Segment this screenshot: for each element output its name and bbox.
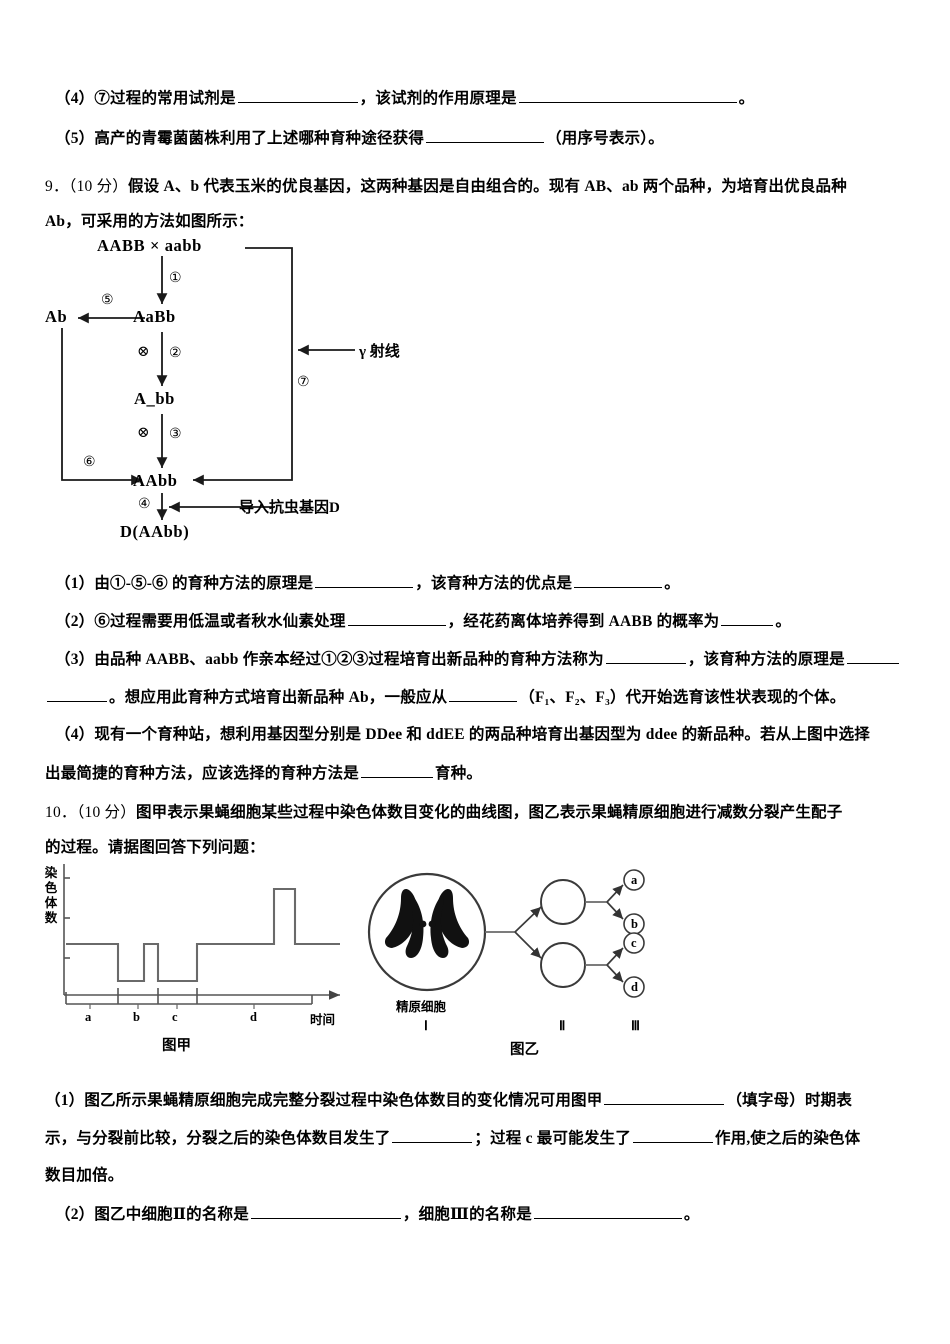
x-tick-label-d: d — [250, 1010, 257, 1024]
q10-sub2-mid: ，细胞Ⅲ的名称是 — [402, 1206, 532, 1223]
cross-step-7: ⑦ — [297, 375, 310, 390]
spermatid-d — [623, 976, 645, 998]
spermatogonium-cell — [367, 872, 487, 992]
secondary-spermatocyte-top — [540, 879, 586, 925]
q9-sub1-post: 。 — [664, 575, 680, 592]
x-tick-label-a: a — [85, 1010, 92, 1024]
cross-step-4: ④ — [138, 497, 151, 512]
q10-stem-line1: 10．（10 分）图甲表示果蝇细胞某些过程中染色体数目变化的曲线图，图乙表示果蝇… — [45, 803, 842, 823]
q9-sub4-line1: （4）现有一个育种站，想利用基因型分别是 DDee 和 ddEE 的两品种培育出… — [55, 725, 870, 745]
spermatid-label-d: d — [631, 980, 638, 994]
figure-meiosis: a b c d 精原细胞 Ⅰ Ⅱ Ⅲ 图乙 — [365, 862, 655, 1062]
meiosis-diagram — [367, 869, 645, 998]
q10-sub1-pre: （1）图乙所示果蝇精原细胞完成完整分裂过程中染色体数目的变化情况可用图甲 — [45, 1092, 603, 1109]
cross-step-5: ⑤ — [101, 293, 114, 308]
q10-stem-line2: 的过程。请据图回答下列问题： — [45, 838, 265, 858]
q8-sub5: （5）高产的青霉菌菌株利用了上述哪种育种途径获得 （用序号表示）。 — [55, 128, 664, 149]
q9-sub4-line2: 出最简捷的育种方法，应该选择的育种方法是 育种。 — [45, 763, 482, 784]
figure-caption-yi: 图乙 — [510, 1042, 539, 1058]
q8-sub4-text: （4）⑦过程的常用试剂是 — [55, 90, 236, 107]
spermatid-a — [623, 869, 645, 891]
q10-number: 10． — [45, 804, 77, 821]
q9-stem-line1: 9．（10 分）假设 A、b 代表玉米的优良基因，这两种基因是自由组合的。现有 … — [45, 177, 847, 197]
cross-diagram-lines — [61, 247, 355, 520]
y-axis-label: 染色体数 — [44, 866, 58, 925]
spermatogonium-label: 精原细胞 — [396, 1000, 447, 1014]
q8-sub4: （4）⑦过程的常用试剂是 ，该试剂的作用原理是 。 — [55, 88, 754, 109]
q10-sub2-post: 。 — [683, 1206, 700, 1223]
q9-sub1-pre: （1）由①-⑤-⑥ 的育种方法的原理是 — [55, 575, 314, 592]
cross-node-f3: AAbb — [133, 471, 178, 490]
x-axis-label: 时间 — [310, 1013, 336, 1027]
q8-sub5-text: （5）高产的青霉菌菌株利用了上述哪种育种途径获得 — [55, 130, 425, 147]
q9-stem-text1: 假设 A、b 代表玉米的优良基因，这两种基因是自由组合的。现有 AB、ab 两个… — [127, 178, 847, 195]
q10-stem-text1: 图甲表示果蝇细胞某些过程中染色体数目变化的曲线图，图乙表示果蝇精原细胞进行减数分… — [135, 804, 843, 821]
cross-selfcross-symbol-1: ⊗ — [137, 344, 150, 360]
q9-sub4b-pre: 出最简捷的育种方法，应该选择的育种方法是 — [45, 765, 360, 782]
q8-sub5-text2: （用序号表示）。 — [546, 130, 664, 147]
spermatid-label-b: b — [631, 917, 638, 931]
q9-sub3-pre: （3）由品种 AABB、aabb 作亲本经过①②③过程培育出新品种的育种方法称为 — [55, 651, 604, 668]
q9-sub3-line1: （3）由品种 AABB、aabb 作亲本经过①②③过程培育出新品种的育种方法称为… — [55, 649, 901, 670]
chromosome-set — [384, 888, 470, 958]
q9-sub2: （2）⑥过程需要用低温或者秋水仙素处理 ，经花药离体培养得到 AABB 的概率为 。 — [55, 611, 791, 632]
cross-annotation-gamma: γ 射线 — [359, 344, 400, 360]
q8-sub4-period: 。 — [738, 90, 755, 107]
cross-node-f1: AaBb — [133, 307, 176, 326]
q9-sub1: （1）由①-⑤-⑥ 的育种方法的原理是 ，该育种方法的优点是 。 — [55, 573, 680, 594]
q10-score: （10 分） — [76, 804, 136, 821]
q9-sub1-mid: ，该育种方法的优点是 — [415, 575, 573, 592]
q10-sub1-line3: 数目加倍。 — [45, 1166, 124, 1186]
q9-sub2-post: 。 — [775, 613, 792, 630]
figure-caption-jia: 图甲 — [162, 1038, 191, 1054]
cross-step-2: ② — [169, 346, 182, 361]
q10-sub2-pre: （2）图乙中细胞Ⅱ的名称是 — [55, 1206, 249, 1223]
q9-number: 9． — [45, 178, 69, 195]
q9-sub3-mid: ，该育种方法的原理是 — [687, 651, 845, 668]
q9-sub2-pre: （2）⑥过程需要用低温或者秋水仙素处理 — [55, 613, 346, 630]
cross-selfcross-symbol-2: ⊗ — [137, 425, 150, 441]
q9-sub4b-mid: 育种。 — [435, 765, 483, 782]
q9-stem-line2: Ab，可采用的方法如图所示： — [45, 212, 254, 232]
figure-chromosome-curve: 染色体数 — [40, 862, 370, 1062]
q9-sub3b-pre: 。想应用此育种方式培育出新品种 Ab，一般应从 — [109, 689, 448, 706]
q10-sub1-mid: （填字母）时期表 — [726, 1092, 853, 1109]
q10-sub2: （2）图乙中细胞Ⅱ的名称是 ，细胞Ⅲ的名称是 。 — [55, 1204, 700, 1225]
q9-sub3b-mid: （F₁、F₂、F₃）代开始选育该性状表现的个体。 — [519, 689, 846, 706]
cross-node-f2: A_bb — [134, 389, 175, 408]
q9-sub4-pre: （4）现有一个育种站，想利用基因型分别是 DDee 和 ddEE 的两品种培育出… — [55, 726, 870, 743]
q9-sub2-mid: ，经花药离体培养得到 AABB 的概率为 — [447, 613, 720, 630]
x-tick-label-b: b — [133, 1010, 140, 1024]
q10-sub1b-pre: 示，与分裂前比较，分裂之后的染色体数目发生了 — [45, 1130, 391, 1147]
x-tick-label-c: c — [172, 1010, 178, 1024]
cross-node-transgenic: D(AAbb) — [120, 522, 190, 541]
cross-node-parents: AABB × aabb — [97, 236, 202, 255]
q10-sub1b-mid: ；过程 c 最可能发生了 — [474, 1130, 631, 1147]
chromosome-curve-plot — [63, 864, 340, 1009]
q10-sub1b-post: 作用,使之后的染色体 — [714, 1130, 861, 1147]
q10-sub1-line2: 示，与分裂前比较，分裂之后的染色体数目发生了 ；过程 c 最可能发生了 作用,使之后… — [45, 1128, 860, 1149]
figure-breeding-cross: AABB × aabb AaBb A_bb AAbb Ab D(AAbb) ① … — [45, 228, 465, 546]
cross-step-1: ① — [169, 271, 182, 286]
q10-sub1c-pre: 数目加倍。 — [45, 1167, 124, 1184]
cross-annotation-gene-intro: 导入抗虫基因D — [239, 500, 340, 516]
spermatid-label-a: a — [631, 873, 638, 887]
q9-stem-text2: Ab，可采用的方法如图所示： — [45, 213, 254, 230]
stage-label-3: Ⅲ — [631, 1018, 640, 1033]
cross-node-haploid: Ab — [45, 307, 68, 326]
cross-step-6: ⑥ — [83, 455, 96, 470]
spermatid-label-c: c — [631, 936, 637, 950]
stage-label-2: Ⅱ — [559, 1018, 566, 1033]
q10-sub1-line1: （1）图乙所示果蝇精原细胞完成完整分裂过程中染色体数目的变化情况可用图甲 （填字母… — [45, 1090, 852, 1111]
cross-step-3: ③ — [169, 427, 182, 442]
q8-sub4-text2: ，该试剂的作用原理是 — [359, 90, 517, 107]
spermatid-c — [623, 932, 645, 954]
q10-stem-text2: 的过程。请据图回答下列问题： — [45, 839, 265, 856]
q9-score: （10 分） — [68, 178, 128, 195]
secondary-spermatocyte-bottom — [540, 942, 586, 988]
q9-sub3-line2: 。想应用此育种方式培育出新品种 Ab，一般应从 （F₁、F₂、F₃）代开始选育该性… — [45, 687, 845, 708]
stage-label-1: Ⅰ — [424, 1018, 428, 1033]
